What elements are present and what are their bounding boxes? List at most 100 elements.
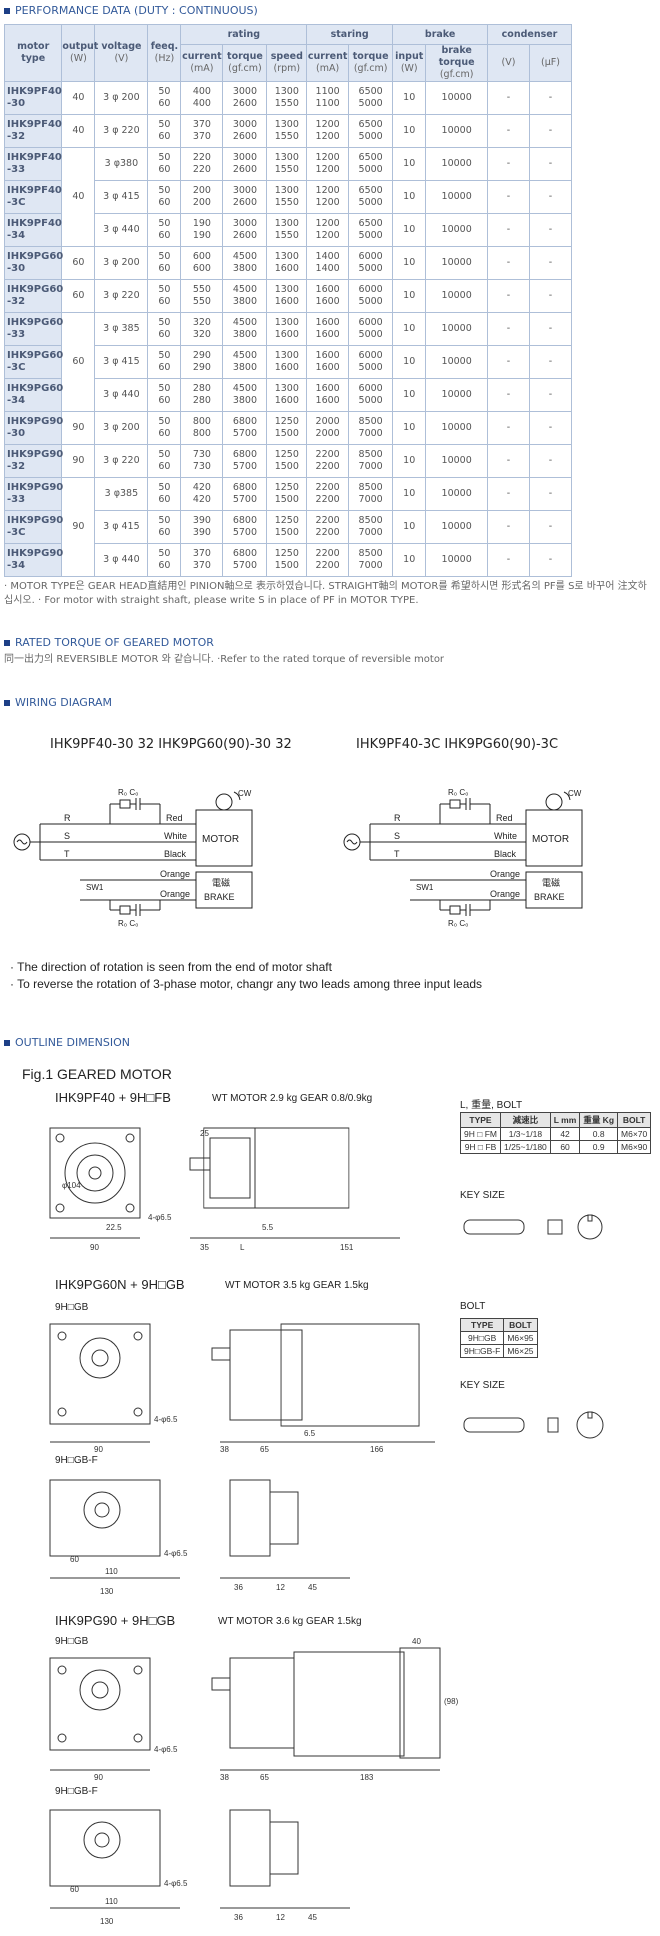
- cell-voltage: 3 φ 440: [94, 543, 149, 577]
- lbolt-col-ratio: 減速比: [500, 1112, 551, 1128]
- cell-uf: -: [528, 543, 573, 577]
- cell-brake_torque: 10000: [425, 444, 489, 478]
- dim-45: 45: [308, 1913, 317, 1922]
- cell-uf: -: [528, 312, 573, 346]
- cell-v: -: [487, 411, 530, 445]
- dim-110: 110: [105, 1897, 118, 1906]
- cell-input: 10: [392, 81, 427, 115]
- outline-header: OUTLINE DIMENSION: [4, 1036, 130, 1049]
- cell-input: 10: [392, 312, 427, 346]
- cell-v: -: [487, 246, 530, 280]
- cell-output: 90: [61, 444, 96, 478]
- pg90-gbf-drawing: 110 130 60 36 12 45 4-φ6.5: [49, 1809, 350, 1926]
- dim-l: L: [240, 1243, 245, 1252]
- label-orange-1: Orange: [160, 869, 190, 879]
- dim-38: 38: [220, 1773, 229, 1782]
- label-brake-kr: 電磁: [542, 877, 560, 888]
- cell-model: IHK9PG90-30: [3, 411, 63, 445]
- key-size-2: KEY SIZE: [460, 1380, 505, 1391]
- rated-torque-note: 同一出力의 REVERSIBLE MOTOR 와 같습니다. ·Refer to…: [4, 654, 445, 665]
- section-square-icon: [4, 7, 10, 14]
- cell-model: IHK9PG60-3C: [3, 345, 63, 379]
- dim-45: 45: [308, 1583, 317, 1592]
- cell-brake_torque: 10000: [425, 114, 489, 148]
- wiring-left-title: IHK9PF40-30 32 IHK9PG60(90)-30 32: [50, 737, 292, 752]
- dim-130: 130: [100, 1917, 114, 1926]
- cell-v: -: [487, 114, 530, 148]
- cell-brake_torque: 10000: [425, 312, 489, 346]
- lbolt-col-type: TYPE: [460, 1112, 501, 1128]
- cell-model: IHK9PF40-33: [3, 147, 63, 181]
- key-size-2-drawing: [463, 1411, 604, 1439]
- cell-brake_torque: 10000: [425, 180, 489, 214]
- cell-v: -: [487, 213, 530, 247]
- cell-uf: -: [528, 279, 573, 313]
- col-starting: staring: [306, 24, 394, 45]
- cell-voltage: 3 φ 440: [94, 213, 149, 247]
- dim-183: 183: [360, 1773, 374, 1782]
- label-brake: BRAKE: [204, 892, 235, 902]
- col-s-torque: torque(gf.cm): [348, 44, 394, 82]
- bolt-caption: BOLT: [460, 1301, 486, 1312]
- col-input: input(W): [392, 44, 427, 82]
- cell-output: 60: [61, 246, 96, 280]
- cell-uf: -: [528, 114, 573, 148]
- dim-60: 60: [70, 1885, 79, 1894]
- col-rating: rating: [180, 24, 308, 45]
- dim-4-holes: 4-φ6.5: [164, 1549, 188, 1558]
- dim-36: 36: [234, 1913, 243, 1922]
- cell-v: -: [487, 378, 530, 412]
- col-condenser: condenser: [487, 24, 572, 45]
- dim-25: 25: [200, 1129, 209, 1138]
- dim-40: 40: [412, 1637, 421, 1646]
- cell-brake_torque: 10000: [425, 147, 489, 181]
- performance-table: motor type output(W) voltage(V) feeq.(Hz…: [3, 24, 573, 577]
- dim-35: 35: [200, 1243, 209, 1252]
- label-sw: SW1: [86, 883, 104, 892]
- cell-brake_torque: 10000: [425, 213, 489, 247]
- cell-brake_torque: 10000: [425, 279, 489, 313]
- cell-brake_torque: 10000: [425, 81, 489, 115]
- pg60-label-gbf: 9H□GB-F: [55, 1455, 98, 1466]
- cell-brake_torque: 10000: [425, 543, 489, 577]
- cell-uf: -: [528, 246, 573, 280]
- pg90-gb-drawing: 90 38 65 183 40 (98) 4-φ6.5: [49, 1637, 459, 1782]
- label-motor: MOTOR: [202, 834, 239, 845]
- cell-uf: -: [528, 213, 573, 247]
- cell-voltage: 3 φ 200: [94, 81, 149, 115]
- dim-phi104: φ104: [62, 1181, 81, 1190]
- dim-4-holes: 4-φ6.5: [154, 1745, 178, 1754]
- wiring-bullet-2: · To reverse the rotation of 3-phase mot…: [10, 977, 483, 991]
- section-square-icon: [4, 699, 10, 706]
- fig-title: Fig.1 GEARED MOTOR: [22, 1066, 172, 1082]
- pf40-weight: WT MOTOR 2.9 kg GEAR 0.8/0.9kg: [212, 1093, 373, 1104]
- label-brake: BRAKE: [534, 892, 565, 902]
- cell-output: 60: [61, 279, 96, 313]
- cell-input: 10: [392, 147, 427, 181]
- key-size-1-drawing: [463, 1214, 603, 1240]
